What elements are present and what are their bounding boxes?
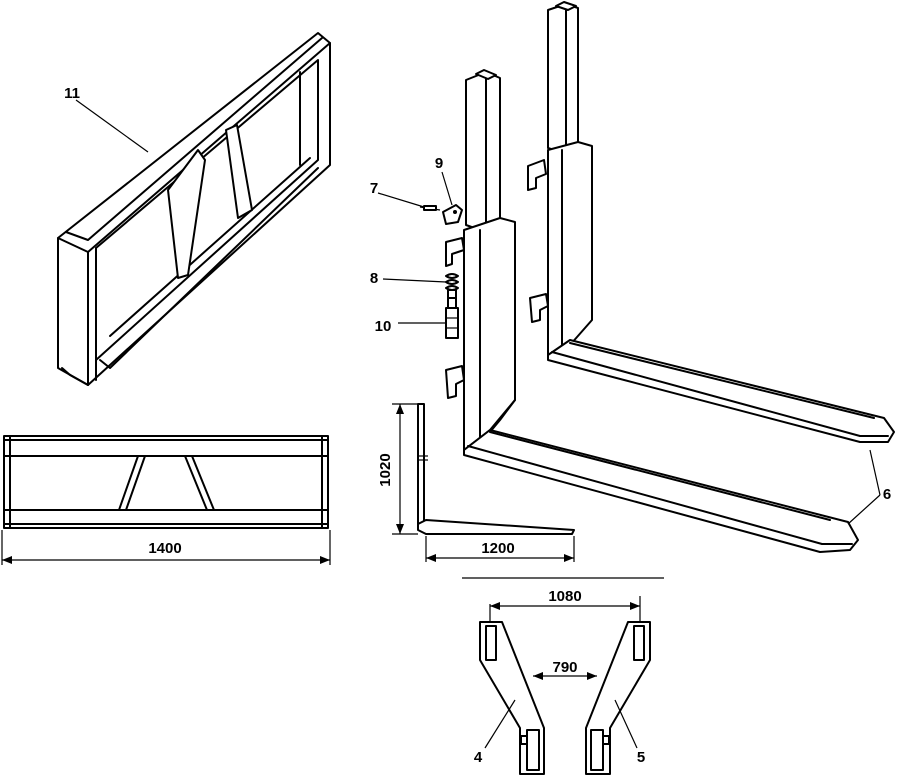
callout-9: 9 (435, 155, 443, 172)
dim-790-label: 790 (552, 659, 577, 676)
fork-left-isometric (445, 69, 859, 553)
fork-right-isometric (527, 1, 895, 443)
frame-front-view (3, 435, 329, 529)
frame-isometric-view (57, 32, 331, 386)
callout-8: 8 (370, 270, 378, 287)
callout-line-5 (614, 699, 638, 749)
dimension-fork-height (392, 403, 418, 535)
spring-part (445, 273, 459, 299)
callout-4: 4 (474, 749, 483, 766)
dim-1200-label: 1200 (481, 540, 514, 557)
fork-side-view (417, 403, 575, 535)
bolt-part (445, 297, 459, 339)
dim-1080-label: 1080 (548, 588, 581, 605)
callout-line-11 (75, 99, 149, 153)
callout-11: 11 (64, 85, 80, 102)
callout-7: 7 (370, 180, 378, 197)
latch-part (442, 204, 463, 225)
dimension-inner-spread (533, 672, 597, 680)
callout-5: 5 (637, 749, 645, 766)
dimension-fork-length (425, 536, 575, 562)
callout-line-4 (484, 699, 516, 749)
dim-1400-label: 1400 (148, 540, 181, 557)
dim-1020-label: 1020 (377, 453, 394, 486)
callout-10: 10 (375, 318, 392, 335)
callout-line-6b (847, 494, 881, 525)
callout-line-6a (869, 449, 881, 496)
callout-line-9 (441, 171, 453, 206)
callout-6: 6 (883, 486, 891, 503)
dimension-frame-width (1, 530, 331, 565)
callout-line-8 (382, 278, 447, 283)
dimension-outer-spread (489, 596, 641, 622)
fork-pair-top-view (479, 621, 651, 775)
pin-part (419, 205, 441, 211)
callout-line-7 (377, 192, 425, 208)
